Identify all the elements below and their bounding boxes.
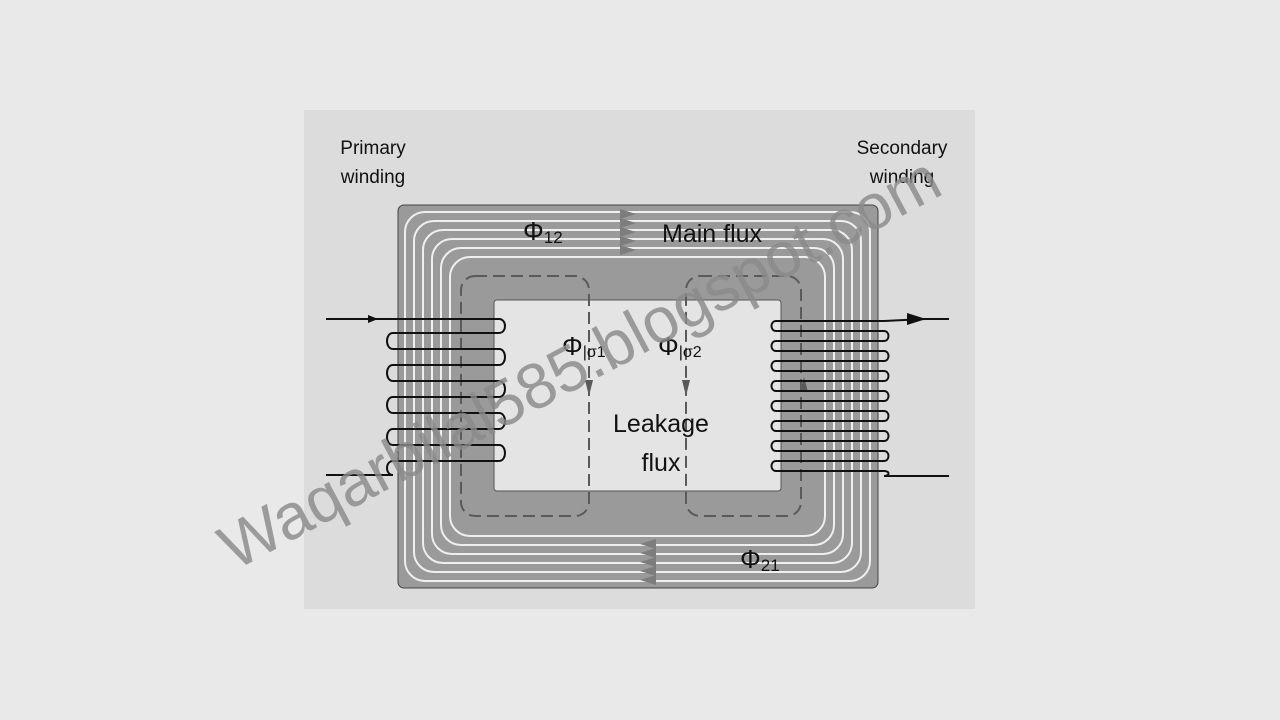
leakage-arrow-1 — [585, 380, 593, 396]
phi-sigma2-symbol: Φ — [658, 331, 679, 361]
leakage-flux-label-line1: Leakage — [613, 410, 709, 438]
main-flux-label: Main flux — [662, 220, 763, 248]
phi-21-symbol: Φ — [740, 544, 761, 574]
phi-12-symbol: Φ — [523, 216, 544, 246]
phi-sigma1-subscript: |σ1 — [583, 344, 606, 361]
leakage-arrows — [585, 377, 808, 396]
leakage-path-secondary — [685, 275, 802, 517]
primary-label-line1: Primary — [340, 138, 406, 159]
primary-label-line2: winding — [340, 167, 405, 188]
leakage-arrow-3 — [800, 377, 808, 392]
phi-sigma2-label: Φ|σ2 — [658, 331, 702, 361]
flux-direction-arrows — [620, 209, 656, 585]
phi-sigma1-label: Φ|σ1 — [562, 331, 606, 361]
primary-winding[interactable] — [326, 315, 506, 476]
phi-sigma1-symbol: Φ — [562, 331, 583, 361]
secondary-label-line2: winding — [869, 167, 934, 188]
phi-sigma2-subscript: |σ2 — [679, 344, 702, 361]
core-window — [493, 299, 782, 492]
phi-12-subscript: 12 — [544, 228, 563, 247]
phi-21-label: Φ21 — [740, 544, 780, 575]
leakage-flux-label-line2: flux — [642, 449, 681, 477]
secondary-output-arrow-icon — [907, 313, 926, 325]
phi-12-label: Φ12 — [523, 216, 563, 247]
leakage-arrow-2 — [682, 380, 690, 396]
phi-21-subscript: 21 — [761, 556, 780, 575]
secondary-label-line1: Secondary — [857, 138, 948, 159]
